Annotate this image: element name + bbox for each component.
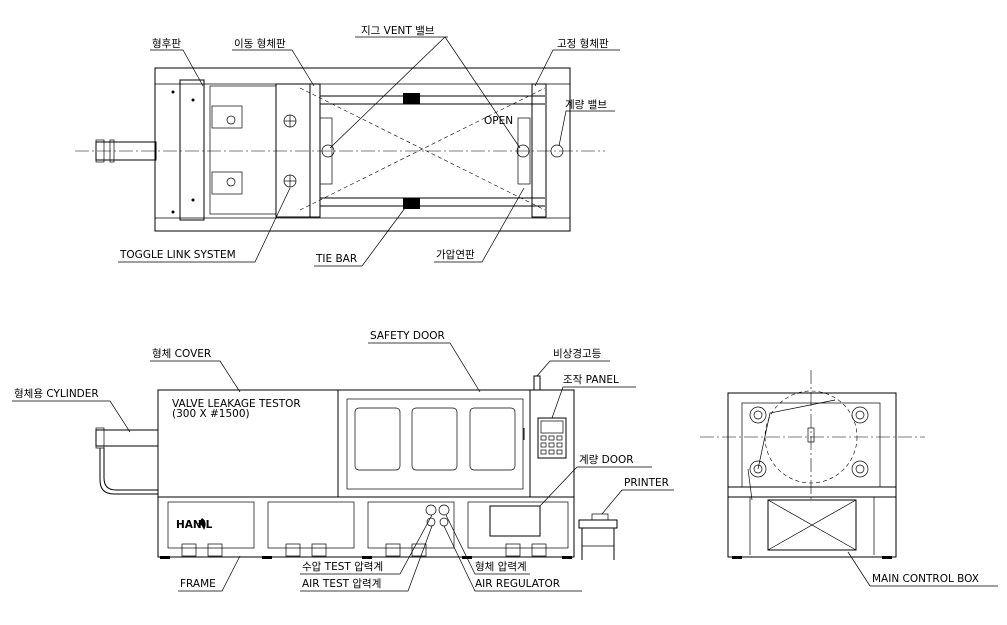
safety-door-shape (337, 389, 531, 498)
metering-door-window (489, 505, 541, 537)
label-control-panel: 조작 PANEL (563, 374, 619, 386)
label-moving-plate: 이동 형체판 (234, 38, 286, 50)
keypad (540, 435, 563, 455)
label-open: OPEN (484, 115, 513, 127)
side-view: MAIN CONTROL BOX (700, 370, 998, 587)
label-water-gauge: 수압 TEST 압력계 (302, 560, 383, 573)
label-clamp-gauge: 형체 압력계 (475, 560, 527, 573)
label-printer: PRINTER (624, 477, 669, 489)
machine-name-line-2: (300 X #1500) (172, 408, 250, 420)
label-fixed-plate: 고정 형체판 (557, 38, 609, 50)
fixed-plate-shape (531, 83, 547, 218)
label-main-control-box: MAIN CONTROL BOX (872, 573, 979, 585)
gauge-2 (438, 504, 450, 516)
label-metering-valve: 계량 밸브 (565, 99, 607, 111)
printer-shape (578, 513, 618, 560)
door-window-1 (354, 407, 401, 471)
door-window-2 (411, 407, 458, 471)
label-air-regulator: AIR REGULATOR (475, 578, 560, 590)
machine-name-line-1: VALVE LEAKAGE TESTOR (172, 398, 301, 410)
label-tie-bar: TIE BAR (315, 253, 357, 265)
label-metering-door: 계량 DOOR (579, 454, 634, 466)
label-clamp-cylinder: 형체용 CYLINDER (14, 388, 99, 400)
tie-bar-block-bottom (403, 198, 420, 209)
vent-valve-right (516, 144, 530, 158)
label-pressure-plate: 가압연판 (436, 248, 475, 261)
top-view: 형후판 이동 형체판 지그 VENT 밸브 고정 형체판 계량 밸브 OPEN … (75, 25, 620, 267)
clamp-cylinder-shape (95, 429, 159, 447)
gauge-1 (425, 504, 437, 516)
tie-bar-block-top (403, 93, 420, 104)
logo-mark (198, 518, 206, 530)
emergency-lamp-shape (533, 375, 541, 391)
label-toggle-link: TOGGLE LINK SYSTEM (119, 249, 236, 261)
door-window-3 (469, 407, 516, 471)
label-air-gauge: AIR TEST 압력계 (302, 577, 381, 590)
control-panel-housing (529, 389, 575, 498)
label-rear-plate: 형후판 (152, 38, 181, 50)
label-frame: FRAME (180, 578, 216, 590)
hanil-logo: HANIL (176, 519, 213, 531)
vent-valve-left (321, 144, 335, 158)
front-view: VALVE LEAKAGE TESTOR (300 X #1500) HANIL… (12, 330, 674, 592)
label-emergency-lamp: 비상경고등 (553, 347, 602, 360)
hose (99, 448, 158, 495)
metering-valve-shape (550, 144, 564, 158)
main-control-box-shape (767, 499, 857, 551)
moving-plate-shape (309, 83, 321, 218)
toggle-link-shape (275, 83, 311, 218)
rear-plate-shape (179, 79, 205, 221)
label-safety-door: SAFETY DOOR (370, 330, 445, 342)
side-outer-frame (727, 392, 897, 558)
label-jig-vent-valve: 지그 VENT 밸브 (361, 25, 435, 37)
label-clamp-cover: 형체 COVER (152, 348, 211, 360)
top-outer-frame (154, 67, 571, 232)
